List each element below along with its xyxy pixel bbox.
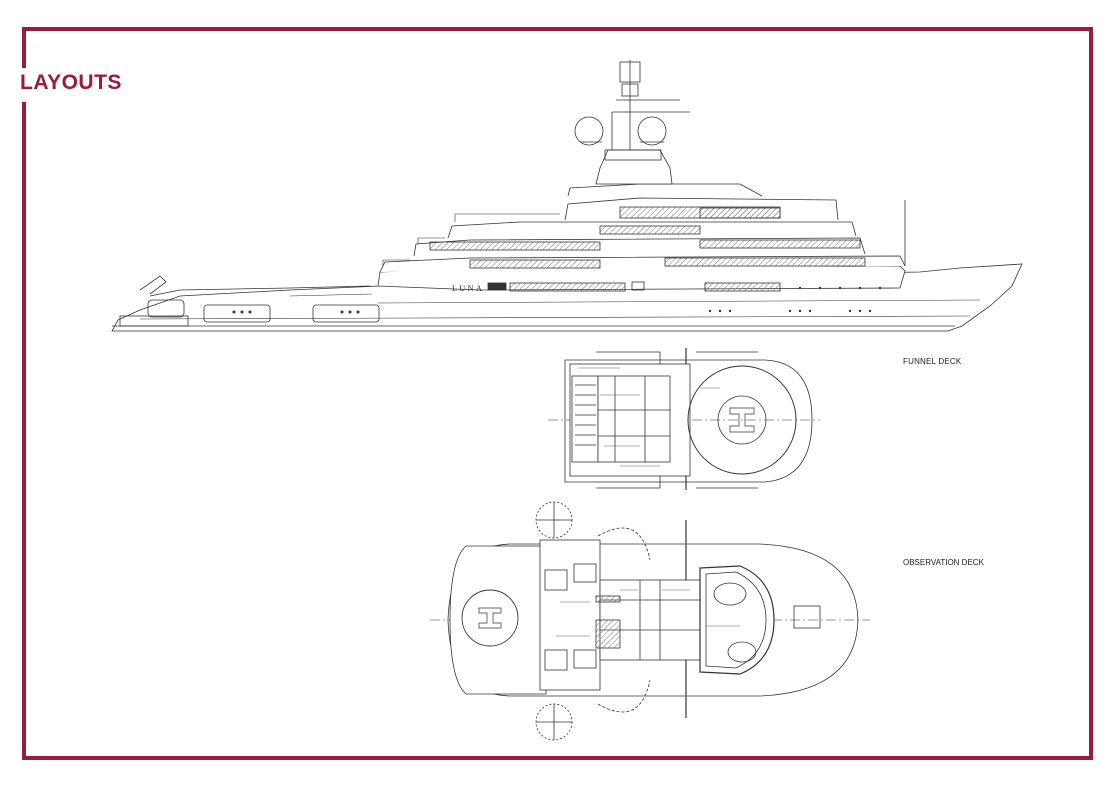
- funnel-deck-plan: [548, 348, 820, 490]
- observation-deck-label: OBSERVATION DECK: [903, 558, 985, 567]
- funnel-deck-label: FUNNEL DECK: [903, 357, 962, 366]
- title-backdrop: [16, 68, 200, 102]
- yacht-profile: [111, 60, 1023, 332]
- yacht-name: LUNA: [452, 284, 484, 293]
- page-title: LAYOUTS: [20, 71, 122, 94]
- observation-deck-plan: [430, 501, 870, 741]
- page-border: [22, 27, 1093, 760]
